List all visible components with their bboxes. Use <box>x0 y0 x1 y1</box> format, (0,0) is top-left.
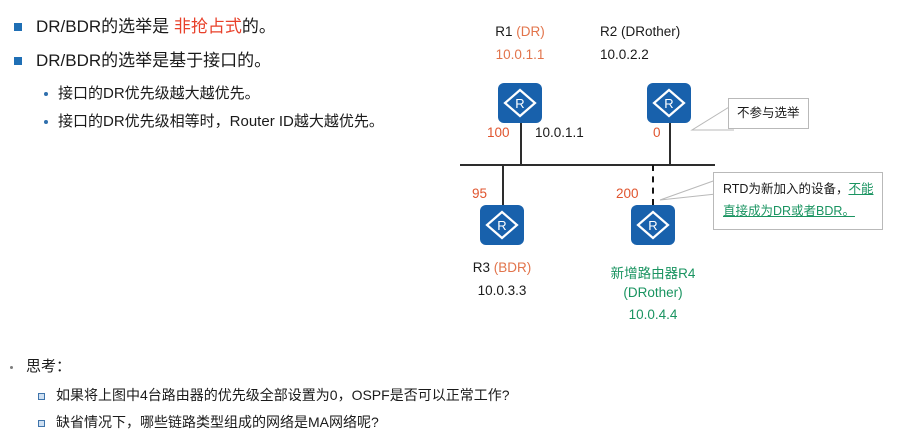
r3-priority: 95 <box>472 186 488 201</box>
bullet-item-2: DR/BDR的选举是基于接口的。 <box>14 48 444 74</box>
bullet-item-3: 接口的DR优先级越大越优先。 <box>44 82 444 106</box>
router-icon: R <box>652 88 686 118</box>
r3-name: R3 <box>472 260 490 275</box>
bullet-item-4: 接口的DR优先级相等时，Router ID越大越优先。 <box>44 110 444 134</box>
r1-name-row: R1 (DR) <box>460 22 580 41</box>
r1-role: (DR) <box>516 24 545 39</box>
r4-priority: 200 <box>616 186 639 201</box>
router-icon: R <box>636 210 670 240</box>
r3-name-row: R3 (BDR) <box>442 258 562 277</box>
callout-r2-text: 不参与选举 <box>737 106 800 120</box>
callout-r4-tail <box>659 179 717 201</box>
svg-text:R: R <box>497 218 506 233</box>
think-item-1: 如果将上图中4台路由器的优先级全部设置为0，OSPF是否可以正常工作? <box>38 385 630 405</box>
dot-bullet-icon <box>44 92 48 96</box>
callout-r4-line1-black: RTD为新加入的设备， <box>723 182 849 196</box>
callout-r4-line2: 直接成为DR或者BDR。 <box>723 204 855 218</box>
callout-r4-line1-green: 不能 <box>848 182 874 196</box>
r4-router-id: 10.0.4.4 <box>628 307 678 322</box>
router-icon: R <box>485 210 519 240</box>
think-item-2-label: 缺省情况下，哪些链路类型组成的网络是MA网络呢? <box>56 414 379 430</box>
callout-r2-tail <box>690 103 735 131</box>
router-icon-r3[interactable]: R <box>480 205 524 245</box>
link-r1-to-bus <box>520 123 522 165</box>
r1-priority: 100 <box>487 125 510 140</box>
think-heading-row: 思考： <box>10 356 630 378</box>
emphasis-text: 非抢占式 <box>173 17 242 36</box>
svg-text:R: R <box>515 96 524 111</box>
r3-role: (BDR) <box>493 260 532 275</box>
dot-bullet-icon <box>44 120 48 124</box>
callout-r4: RTD为新加入的设备，不能 直接成为DR或者BDR。 <box>713 172 884 230</box>
r3-router-id: 10.0.3.3 <box>477 283 527 298</box>
r2-priority: 0 <box>653 125 661 140</box>
link-bus-to-r4 <box>652 165 654 205</box>
bullet-item-2-label: DR/BDR的选举是基于接口的。 <box>36 51 272 70</box>
r2-name: R2 (DRother) <box>600 24 681 39</box>
ma-network-bus <box>460 164 715 166</box>
router-icon: R <box>503 88 537 118</box>
callout-r4-line1: RTD为新加入的设备，不能 <box>723 178 873 200</box>
square-bullet-icon <box>14 23 22 31</box>
bullet-item-3-label: 接口的DR优先级越大越优先。 <box>58 85 260 102</box>
router-icon-r1[interactable]: R <box>498 83 542 123</box>
think-heading-label: 思考： <box>26 358 72 375</box>
bullet-item-1: DR/BDR的选举是 非抢占式的。 <box>14 14 444 40</box>
link-bus-to-r3 <box>502 165 504 205</box>
think-item-2: 缺省情况下，哪些链路类型组成的网络是MA网络呢? <box>38 412 630 432</box>
bullet-item-4-label: 接口的DR优先级相等时，Router ID越大越优先。 <box>58 113 384 130</box>
r4-name: 新增路由器R4 <box>610 266 696 281</box>
bullet-list: DR/BDR的选举是 非抢占式的。 DR/BDR的选举是基于接口的。 接口的DR… <box>14 14 444 138</box>
svg-text:R: R <box>648 218 657 233</box>
hollow-square-bullet-icon <box>38 420 45 427</box>
r1-router-id: 10.0.1.1 <box>495 47 545 62</box>
r2-name-row: R2 (DRother) <box>600 22 760 41</box>
r1-name: R1 <box>495 24 513 39</box>
r1-interface-ip: 10.0.1.1 <box>535 125 584 140</box>
router-icon-r4[interactable]: R <box>631 205 675 245</box>
bullet-item-1-label: DR/BDR的选举是 非抢占式的。 <box>36 17 276 36</box>
think-item-1-label: 如果将上图中4台路由器的优先级全部设置为0，OSPF是否可以正常工作? <box>56 387 510 403</box>
r4-role: (DRother) <box>623 285 683 300</box>
link-r2-to-bus <box>669 123 671 165</box>
dot-bullet-icon <box>10 366 13 369</box>
svg-text:R: R <box>664 96 673 111</box>
think-section: 思考： 如果将上图中4台路由器的优先级全部设置为0，OSPF是否可以正常工作? … <box>10 356 630 432</box>
router-icon-r2[interactable]: R <box>647 83 691 123</box>
hollow-square-bullet-icon <box>38 393 45 400</box>
callout-r2: 不参与选举 <box>728 98 809 129</box>
network-topology-diagram: R1 (DR) 10.0.1.1 R 100 10.0.1.1 R2 (DRot… <box>440 0 915 345</box>
square-bullet-icon <box>14 57 22 65</box>
r2-router-id: 10.0.2.2 <box>600 47 649 62</box>
